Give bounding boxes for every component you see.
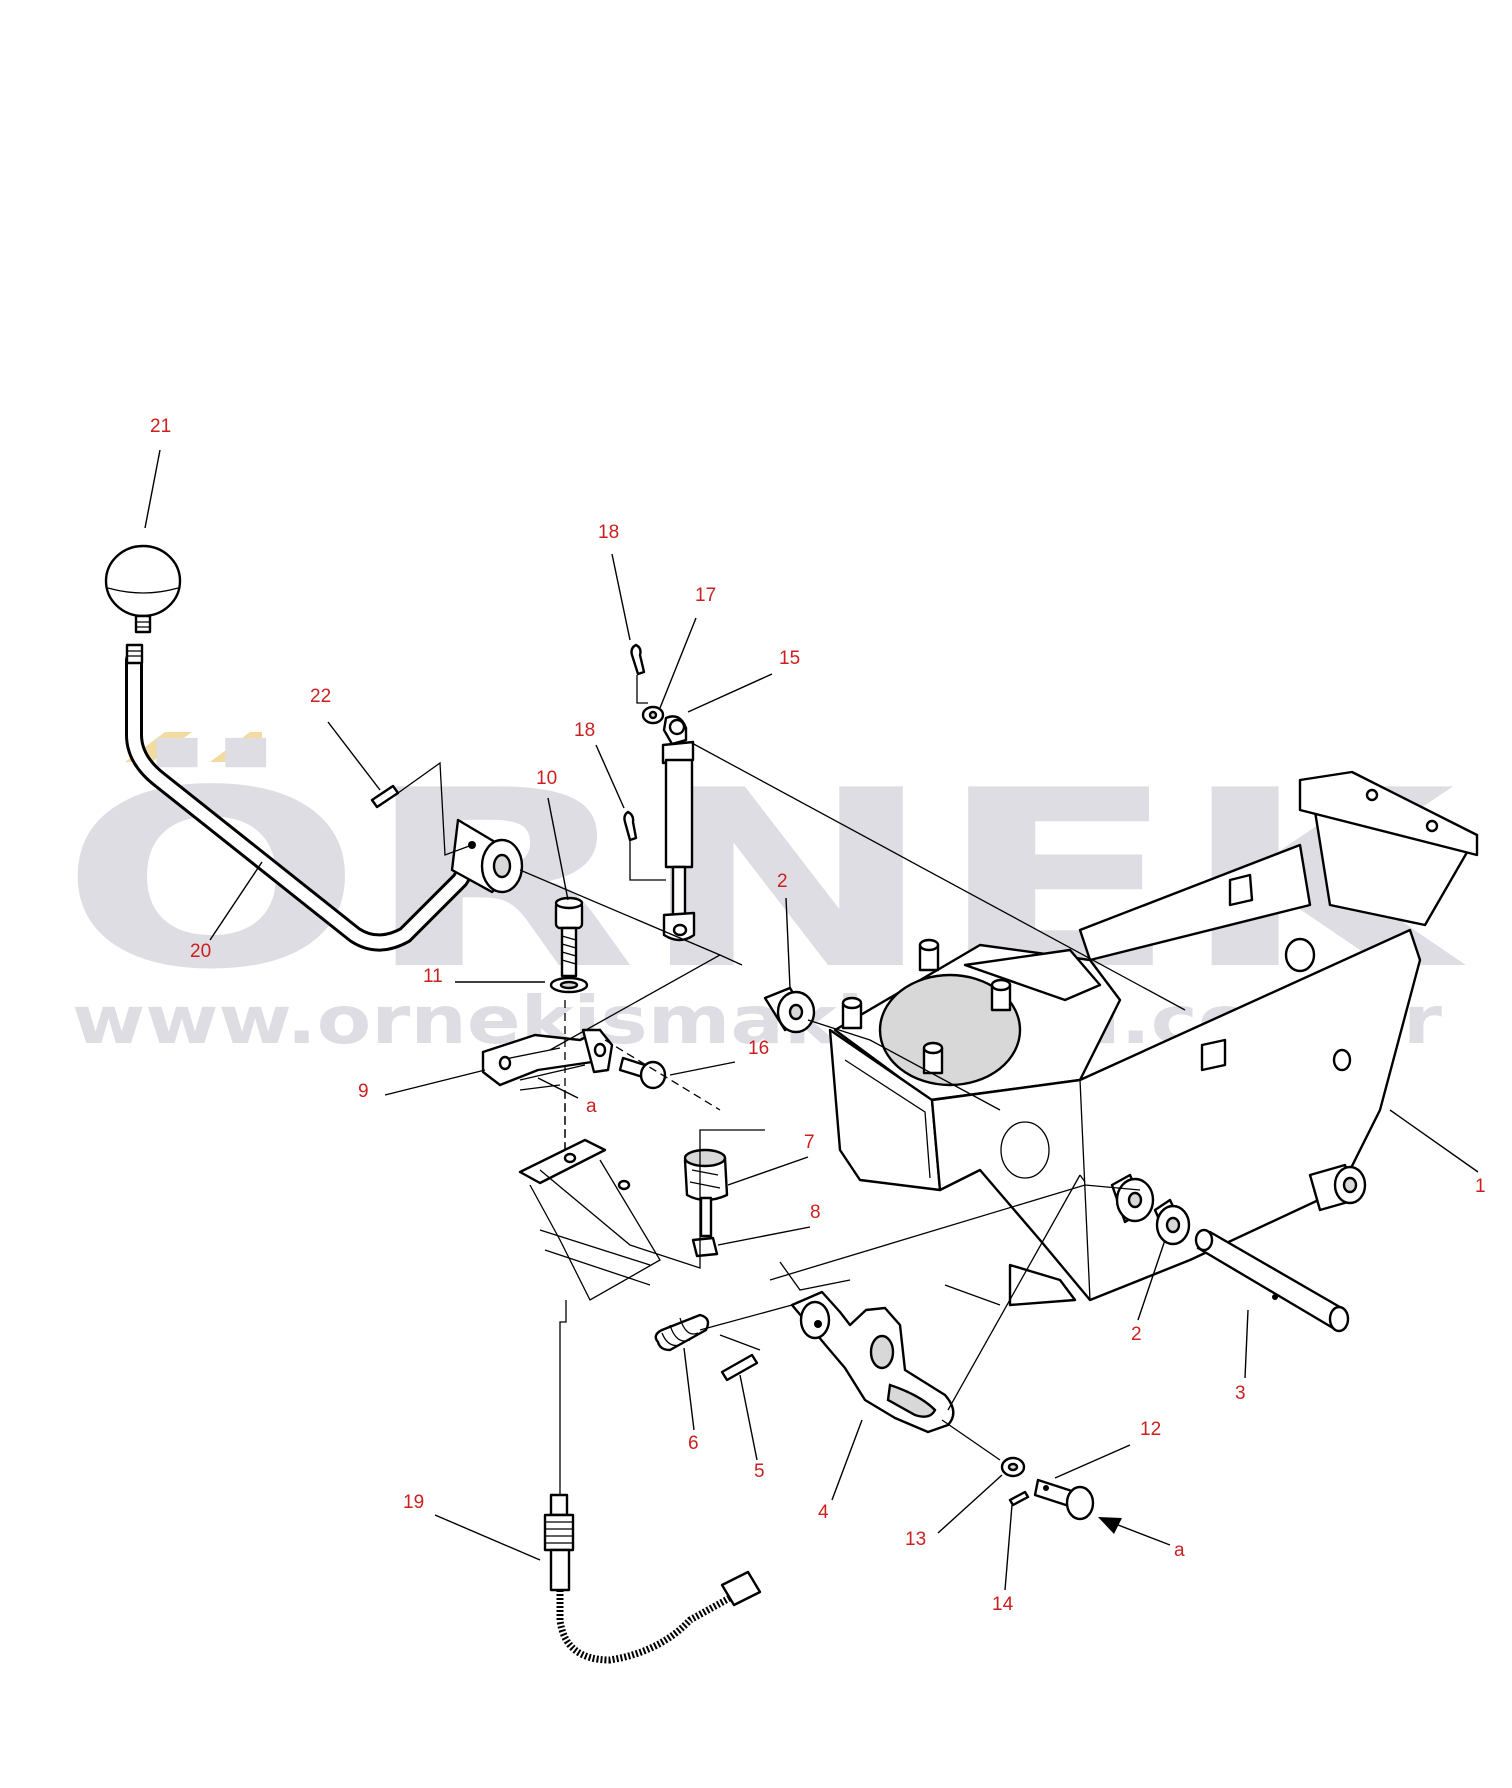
leader-10: [547, 797, 569, 901]
leader-2b: [1137, 1239, 1166, 1321]
pin-guide-22: [397, 761, 473, 856]
leader-17: [659, 617, 697, 709]
callout-11: 11: [423, 966, 443, 987]
callout-12: 12: [1140, 1419, 1161, 1440]
part-2-bushing-upper: [763, 986, 816, 1034]
part-18-split-pin-upper: [630, 643, 646, 676]
part-8-nut: [691, 1196, 719, 1258]
callout-2b: 2: [1131, 1324, 1142, 1345]
assembly-guides: [519, 741, 1186, 1495]
callout-14: 14: [992, 1594, 1014, 1615]
leader-19: [434, 1514, 541, 1561]
part-5-roll-pin: [720, 1353, 759, 1382]
part-15-gas-spring: [661, 715, 696, 942]
callout-17: 17: [695, 585, 716, 606]
leader-8: [717, 1226, 811, 1246]
callout-4: 4: [818, 1502, 829, 1523]
part-2-bushing-lower-b: [1153, 1198, 1191, 1246]
callout-22: 22: [310, 686, 331, 707]
leader-14: [1004, 1504, 1013, 1591]
leader-12: [1054, 1444, 1131, 1479]
part-18-split-pin-lower: [623, 810, 638, 842]
leader-7: [727, 1156, 809, 1186]
callout-20: 20: [190, 941, 211, 962]
callout-13: 13: [905, 1529, 926, 1550]
part-7-rubber-buffer: [683, 1148, 729, 1202]
part-13-sleeve: [1000, 1456, 1026, 1478]
leader-22: [327, 721, 381, 791]
part-1-housing: [828, 770, 1479, 1307]
callout-16: 16: [748, 1038, 769, 1059]
leader-20: [209, 861, 263, 941]
leader-13: [937, 1474, 1003, 1534]
callout-7: 7: [804, 1132, 815, 1153]
part-14-cotter-pin: [1008, 1490, 1030, 1507]
part-6-spring: [654, 1313, 710, 1352]
leader-6: [683, 1347, 695, 1431]
callout-18b: 18: [574, 720, 595, 741]
callout-21: 21: [150, 416, 171, 437]
callout-1: 1: [1475, 1176, 1486, 1197]
part-16-clevis-pin: [618, 1056, 667, 1090]
part-17-washer: [641, 705, 665, 725]
callout-a1: a: [586, 1096, 597, 1117]
callout-9: 9: [358, 1081, 369, 1102]
part-10-cap-screw: [554, 896, 584, 978]
leader-15: [687, 673, 773, 713]
shift-base-plate: [518, 1000, 661, 1301]
part-3-shaft: [1194, 1228, 1350, 1333]
callout-labels: 21 20 22 10 11 9 16 a 18 17 15 18 2 1 7 …: [150, 416, 1486, 1615]
part-21-knob: [104, 544, 182, 634]
leader-lines: [144, 449, 1479, 1591]
leader-4: [831, 1419, 863, 1501]
callout-3: 3: [1235, 1383, 1246, 1404]
lever-hub: [450, 818, 524, 894]
part-19-cable: [543, 1493, 762, 1664]
arrow-a2: [1098, 1517, 1122, 1534]
callout-10: 10: [536, 768, 557, 789]
callout-6: 6: [688, 1433, 699, 1454]
part-2-bushing-lower-a: [1110, 1173, 1155, 1224]
callout-19: 19: [403, 1492, 424, 1513]
callout-a2: a: [1174, 1540, 1185, 1561]
leader-18b: [595, 744, 625, 809]
leader-2a: [785, 897, 791, 989]
part-4-shift-arm: [790, 1290, 955, 1434]
guide-18-17: [636, 675, 648, 704]
leader-a1: [537, 1077, 579, 1099]
callout-18a: 18: [598, 522, 619, 543]
leader-3: [1244, 1309, 1249, 1379]
callout-2a: 2: [777, 871, 788, 892]
leader-18a: [611, 553, 631, 641]
callout-8: 8: [810, 1202, 821, 1223]
callout-5: 5: [754, 1461, 765, 1482]
leader-9: [384, 1069, 486, 1096]
leader-1: [1389, 1109, 1479, 1173]
part-12-clevis-pin: [1033, 1478, 1095, 1521]
guide-18-lower: [629, 840, 666, 881]
accent-mark-right: [210, 732, 262, 762]
part-20-lever-rod: [125, 643, 481, 952]
leader-16: [669, 1061, 736, 1076]
part-11-washer: [549, 976, 589, 994]
leader-5: [739, 1374, 758, 1461]
leader-21: [144, 449, 161, 529]
callout-15: 15: [779, 648, 800, 669]
